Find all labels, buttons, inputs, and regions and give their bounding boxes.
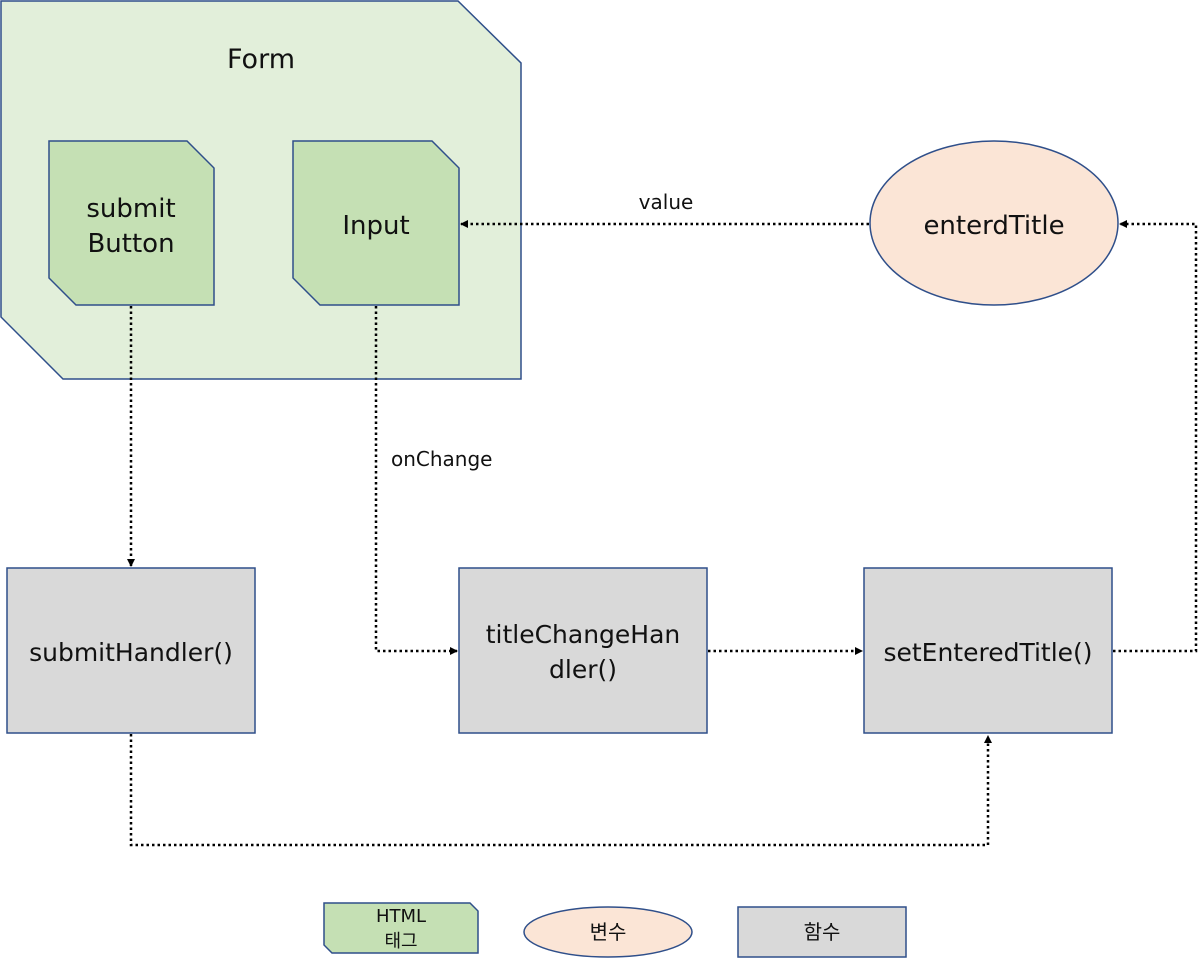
submit-handler-label: submitHandler() <box>29 638 233 667</box>
entered-title-node: enterdTitle <box>869 140 1119 306</box>
input-label: Input <box>342 211 409 241</box>
submit-button-node: submit Button <box>48 140 215 306</box>
edge-label-value: value <box>639 190 694 214</box>
legend-variable: 변수 <box>523 906 693 958</box>
legend-function: 함수 <box>737 906 907 958</box>
legend-html-tag-line1: HTML <box>376 906 426 927</box>
submit-button-label-line2: Button <box>87 229 174 259</box>
title-change-handler-label-line2: dler() <box>549 655 617 684</box>
set-entered-title-node: setEnteredTitle() <box>863 567 1113 734</box>
legend-html-tag-line2: 태그 <box>384 931 417 952</box>
submit-handler-node: submitHandler() <box>6 567 256 734</box>
title-change-handler-label-line1: titleChangeHan <box>486 620 681 649</box>
set-entered-title-label: setEnteredTitle() <box>883 638 1092 667</box>
entered-title-label: enterdTitle <box>923 211 1064 241</box>
submit-button-label-line1: submit <box>86 194 175 224</box>
edge-set-entered-title-to-entered-title <box>1113 220 1198 653</box>
form-label: Form <box>227 44 295 75</box>
legend-html-tag: HTML 태그 <box>323 902 479 954</box>
title-change-handler-node: titleChangeHan dler() <box>458 567 708 734</box>
legend-function-label: 함수 <box>804 920 841 944</box>
input-node: Input <box>292 140 460 306</box>
legend-variable-label: 변수 <box>590 920 627 944</box>
edge-submit-handler-to-set-entered-title <box>129 734 992 847</box>
edge-label-on-change: onChange <box>391 447 492 471</box>
legend: HTML 태그 변수 함수 <box>323 902 907 958</box>
connectors <box>127 220 1198 847</box>
